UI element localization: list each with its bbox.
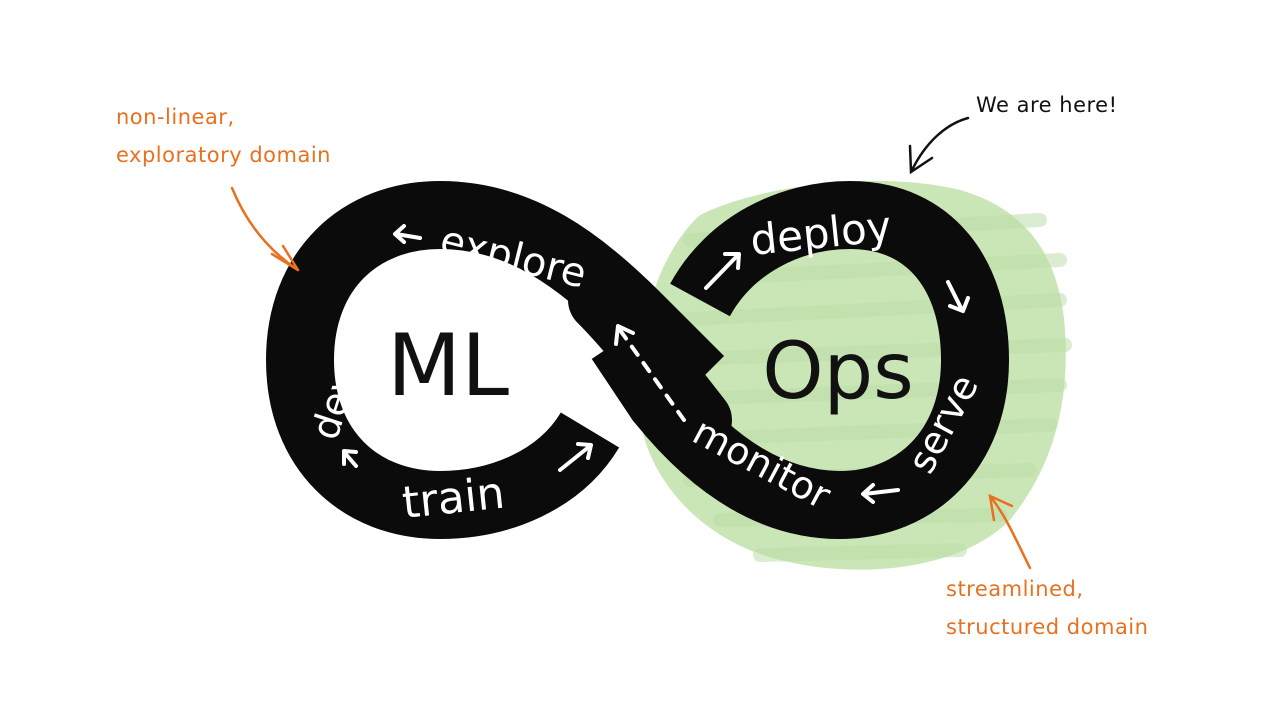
callout-text: We are here!: [976, 93, 1118, 117]
left-annotation: non-linear, exploratory domain: [116, 105, 331, 272]
step-train: train: [400, 468, 507, 529]
ml-label: ML: [387, 316, 509, 416]
arrow-left-icon: [861, 483, 900, 504]
band-arrows: [342, 224, 970, 504]
hand-drawn-arrow-icon: [988, 493, 1032, 570]
arrow-right-icon: [704, 252, 741, 290]
ops-label: Ops: [762, 327, 914, 417]
right-note-line1: streamlined,: [946, 577, 1084, 601]
arrow-left-icon: [342, 449, 358, 468]
crossing-band: [568, 268, 732, 452]
left-note-line2: exploratory domain: [116, 143, 331, 167]
left-note-line1: non-linear,: [116, 105, 235, 129]
right-loop-band: [591, 180, 1010, 540]
infinity-loop: [265, 180, 1010, 540]
dashed-arrow-icon: [614, 324, 686, 422]
right-annotation: streamlined, structured domain: [946, 493, 1148, 639]
right-note-line2: structured domain: [946, 615, 1148, 639]
callout-annotation: We are here!: [908, 93, 1118, 175]
left-loop-band: [265, 180, 725, 540]
arrow-right-icon: [558, 442, 593, 472]
hand-drawn-arrow-icon: [230, 186, 300, 272]
hand-drawn-arrow-icon: [908, 116, 970, 175]
arrow-left-icon: [393, 224, 422, 244]
arrow-down-icon: [946, 280, 970, 313]
